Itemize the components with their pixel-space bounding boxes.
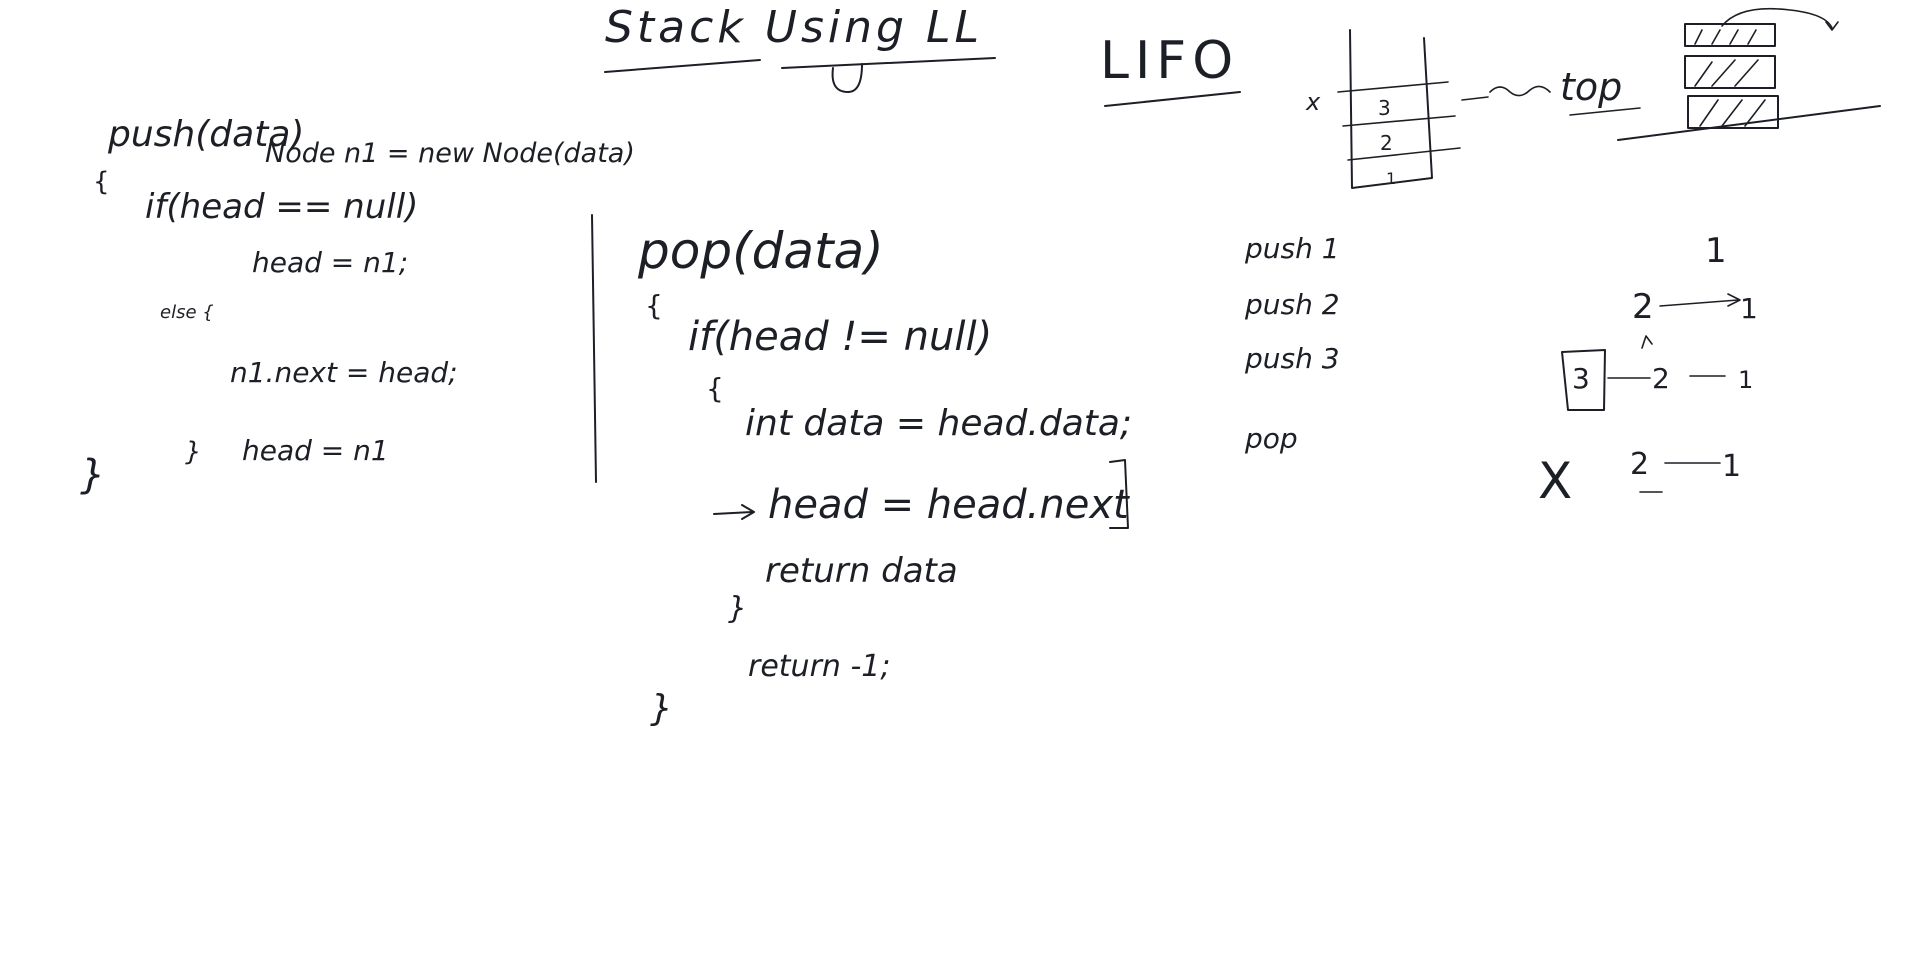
top-pointer-line (1461, 96, 1489, 101)
push-then-line: head = n1; (252, 246, 408, 279)
trace-row4-node-2: 2 (1630, 447, 1649, 482)
plate-middle-hatch (1694, 59, 1759, 87)
pop-close-brace: } (650, 688, 673, 729)
push-close-brace: } (80, 452, 105, 498)
stack-cell-top: 3 (1378, 96, 1391, 120)
trace-row2-arrowhead (1727, 293, 1741, 307)
trace-row2-node-2: 2 (1632, 287, 1654, 327)
top-scribble (1489, 85, 1551, 97)
pop-data-line: int data = head.data; (745, 403, 1132, 444)
pop-arrow-head (741, 504, 755, 520)
operation-push-3: push 3 (1244, 342, 1340, 375)
plate-lift-arrow (1721, 7, 1833, 29)
plate-ground-line (1617, 105, 1881, 141)
plate-top-hatch (1694, 29, 1757, 45)
trace-row4-cross: X (1538, 452, 1572, 510)
pop-code-block: pop(data) { if(head != null) { int data … (637, 222, 1132, 729)
top-underline (1569, 107, 1641, 116)
pop-header: pop(data) (637, 222, 884, 280)
plate-middle (1684, 55, 1776, 89)
push-if-line: if(head == null) (145, 187, 418, 227)
title-underline-hook (831, 63, 863, 93)
stack-divider-3 (1347, 147, 1461, 161)
plate-bottom-hatch (1699, 99, 1766, 127)
pop-arrow-shaft (713, 511, 753, 515)
trace-row3-node-2: 2 (1652, 362, 1670, 395)
push-open-brace: { (93, 167, 110, 197)
trace-row3-node-3: 3 (1572, 362, 1590, 395)
title-underline-right (781, 57, 996, 69)
lifo-label: LIFO (1100, 31, 1239, 91)
pop-bracket (1109, 459, 1129, 529)
trace-row1-node-1: 1 (1705, 231, 1727, 271)
pop-return-data-line: return data (765, 551, 958, 591)
stack-divider-2 (1342, 115, 1456, 127)
pop-if-line: if(head != null) (688, 314, 992, 360)
pop-open-brace: { (645, 289, 663, 322)
push-new-node-line: Node n1 = new Node(data) (265, 138, 635, 169)
stack-divider-1 (1337, 81, 1449, 93)
operation-push-2: push 2 (1244, 288, 1340, 321)
code-divider-line (591, 214, 597, 483)
stack-cell-middle: 2 (1380, 131, 1393, 155)
push-header: push(data) (107, 114, 304, 155)
title-underline-left (604, 59, 761, 73)
push-else-line: else { (160, 302, 214, 323)
pop-fallback-line: return -1; (748, 649, 890, 684)
top-label: top (1560, 65, 1622, 109)
plate-top (1684, 23, 1776, 47)
trace-row3-head-box (1561, 349, 1606, 411)
push-assign-line: head = n1 (242, 434, 389, 467)
push-close-else: } (185, 437, 202, 467)
plate-stack-sketch (1617, 7, 1881, 141)
trace-row2-node-1: 1 (1740, 292, 1758, 325)
push-code-block: push(data) Node n1 = new Node(data) { if… (80, 114, 635, 498)
stack-pointer-mark: x (1305, 88, 1321, 116)
plate-bottom (1687, 95, 1779, 129)
operation-push-1: push 1 (1244, 232, 1340, 265)
title-text: Stack Using LL (605, 2, 983, 53)
pop-head-line: head = head.next (768, 482, 1130, 528)
stack-cell-bottom: 1 (1386, 169, 1396, 188)
pop-inner-open: { (706, 372, 724, 405)
push-next-line: n1.next = head; (230, 356, 458, 389)
operations-list: push 1 push 2 push 3 pop (1244, 232, 1340, 455)
lifo-underline (1104, 91, 1241, 107)
trace-row2-arrow (1659, 299, 1739, 307)
trace-row2-head-marker (1641, 335, 1653, 349)
trace-row3-node-1: 1 (1738, 366, 1753, 394)
trace-row4-node-1: 1 (1722, 449, 1741, 484)
stack-outline (1349, 29, 1433, 189)
operation-pop: pop (1244, 422, 1298, 455)
pop-inner-close: } (728, 591, 747, 626)
linked-list-trace: 1 2 1 3 2 1 X 2 1 (1538, 231, 1758, 510)
stack-container-diagram: 3 2 1 x top (1305, 29, 1641, 189)
plate-lift-arrowhead (1825, 21, 1839, 31)
